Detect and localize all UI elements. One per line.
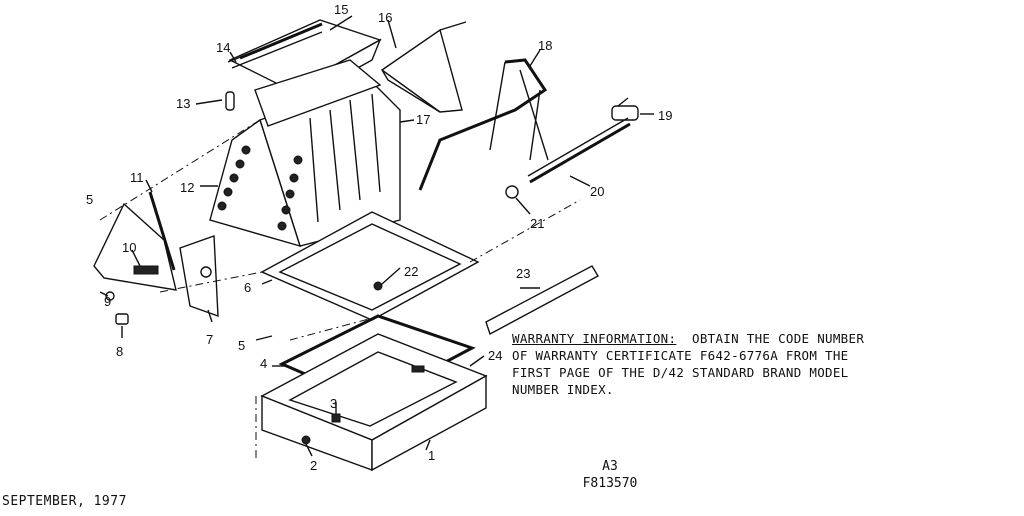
callout-18: 18	[538, 38, 552, 53]
plate-page: A3	[602, 459, 618, 474]
callout-8: 8	[116, 344, 123, 359]
callouts: 1 2 3 4 5 5 6 7 8 9 10 11 12 13 14 15 16…	[86, 2, 672, 473]
warranty-line-1: WARRANTY INFORMATION: OBTAIN THE CODE NU…	[512, 330, 1022, 347]
drawing-plate: A3 F813570	[560, 458, 660, 492]
grommet-21	[505, 185, 519, 199]
evaporator-coil-17	[209, 59, 401, 248]
screw-2	[301, 435, 311, 445]
warranty-line-3: FIRST PAGE OF THE D/42 STANDARD BRAND MO…	[512, 365, 849, 380]
callout-2: 2	[310, 458, 317, 473]
callout-10: 10	[122, 240, 136, 255]
callout-9: 9	[104, 294, 111, 309]
callout-14: 14	[216, 40, 230, 55]
label-10	[133, 265, 159, 275]
side-panel-16	[381, 21, 467, 113]
callout-6: 6	[244, 280, 251, 295]
callout-12: 12	[180, 180, 194, 195]
callout-7: 7	[206, 332, 213, 347]
warranty-heading: WARRANTY INFORMATION:	[512, 331, 677, 346]
leader-lines	[99, 15, 654, 457]
strip-14	[227, 25, 323, 69]
tube-20	[527, 117, 631, 184]
callout-19: 19	[658, 108, 672, 123]
base-cabinet-1	[260, 333, 488, 472]
callout-3: 3	[330, 396, 337, 411]
publication-date: SEPTEMBER, 1977	[2, 494, 127, 509]
alignment-lines	[99, 119, 581, 460]
callout-24: 24	[488, 348, 502, 363]
warranty-line-2: OF WARRANTY CERTIFICATE F642-6776A FROM …	[512, 348, 849, 363]
fitting-22	[373, 281, 383, 291]
bolt-8	[115, 313, 129, 325]
callout-17: 17	[416, 112, 430, 127]
callout-22: 22	[404, 264, 418, 279]
warranty-line-4: NUMBER INDEX.	[512, 382, 614, 397]
warranty-line-1-rest: OBTAIN THE CODE NUMBER	[676, 331, 865, 346]
bar-23	[485, 265, 599, 336]
callout-15: 15	[334, 2, 348, 17]
fitting-3	[331, 413, 341, 423]
callout-1: 1	[428, 448, 435, 463]
coil-tube-ends-12	[217, 145, 303, 231]
plate-code: F813570	[582, 476, 638, 491]
bracket-plate-7	[179, 235, 219, 318]
fitting-19	[611, 97, 639, 121]
callout-4: 4	[260, 356, 267, 371]
tubing-18	[418, 58, 549, 191]
callout-5-lower: 5	[238, 338, 245, 353]
callout-16: 16	[378, 10, 392, 25]
callout-13: 13	[176, 96, 190, 111]
callout-20: 20	[590, 184, 604, 199]
warranty-note: WARRANTY INFORMATION: OBTAIN THE CODE NU…	[512, 330, 1022, 398]
fitting-24	[411, 365, 425, 373]
callout-11: 11	[130, 170, 144, 185]
callout-21: 21	[530, 216, 544, 231]
callout-23: 23	[516, 266, 530, 281]
drain-pan-6	[260, 211, 480, 321]
callout-5-upper: 5	[86, 192, 93, 207]
rod-11	[148, 191, 176, 271]
pin-13	[225, 91, 235, 111]
screw-9	[105, 291, 115, 301]
